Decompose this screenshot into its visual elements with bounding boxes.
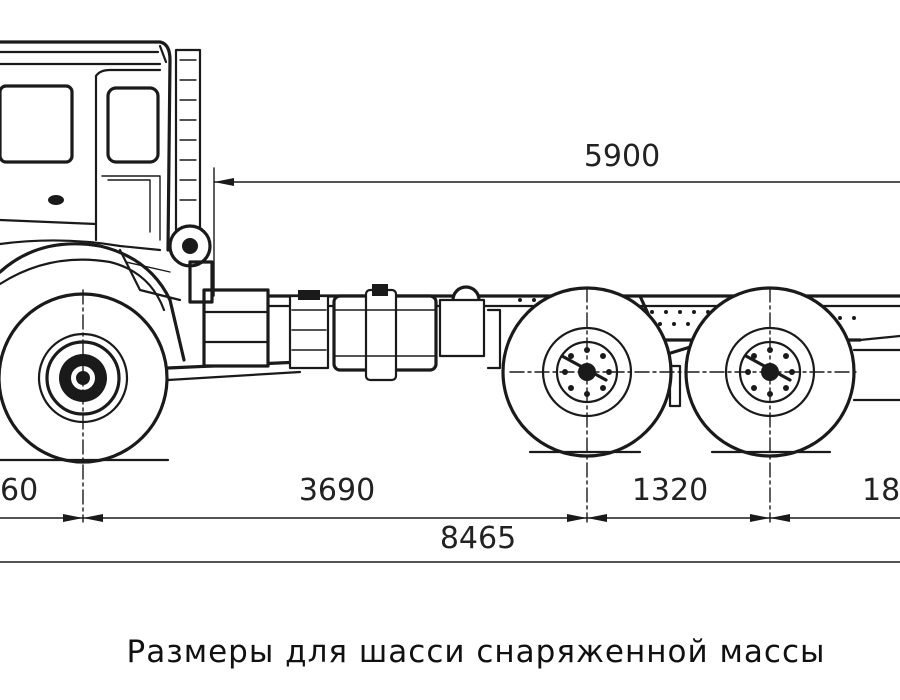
dimension-5900: 5900 [584,139,660,174]
dimension-right-partial: 187 [862,473,900,508]
axle-centerlines [82,287,861,523]
front-wheel [0,242,186,464]
dimension-8465: 8465 [440,521,516,556]
door-handle [48,195,64,205]
battery-box [202,288,270,368]
dimension-3690: 3690 [299,473,375,508]
cab-side-window [0,84,74,164]
dimension-left-partial: 60 [0,473,38,508]
diagram-caption: Размеры для шасси снаряженной массы [127,634,826,670]
cab-door-window [106,86,160,164]
dimension-lines [0,167,900,563]
transfer-case [288,294,330,370]
dimension-1320: 1320 [632,473,708,508]
